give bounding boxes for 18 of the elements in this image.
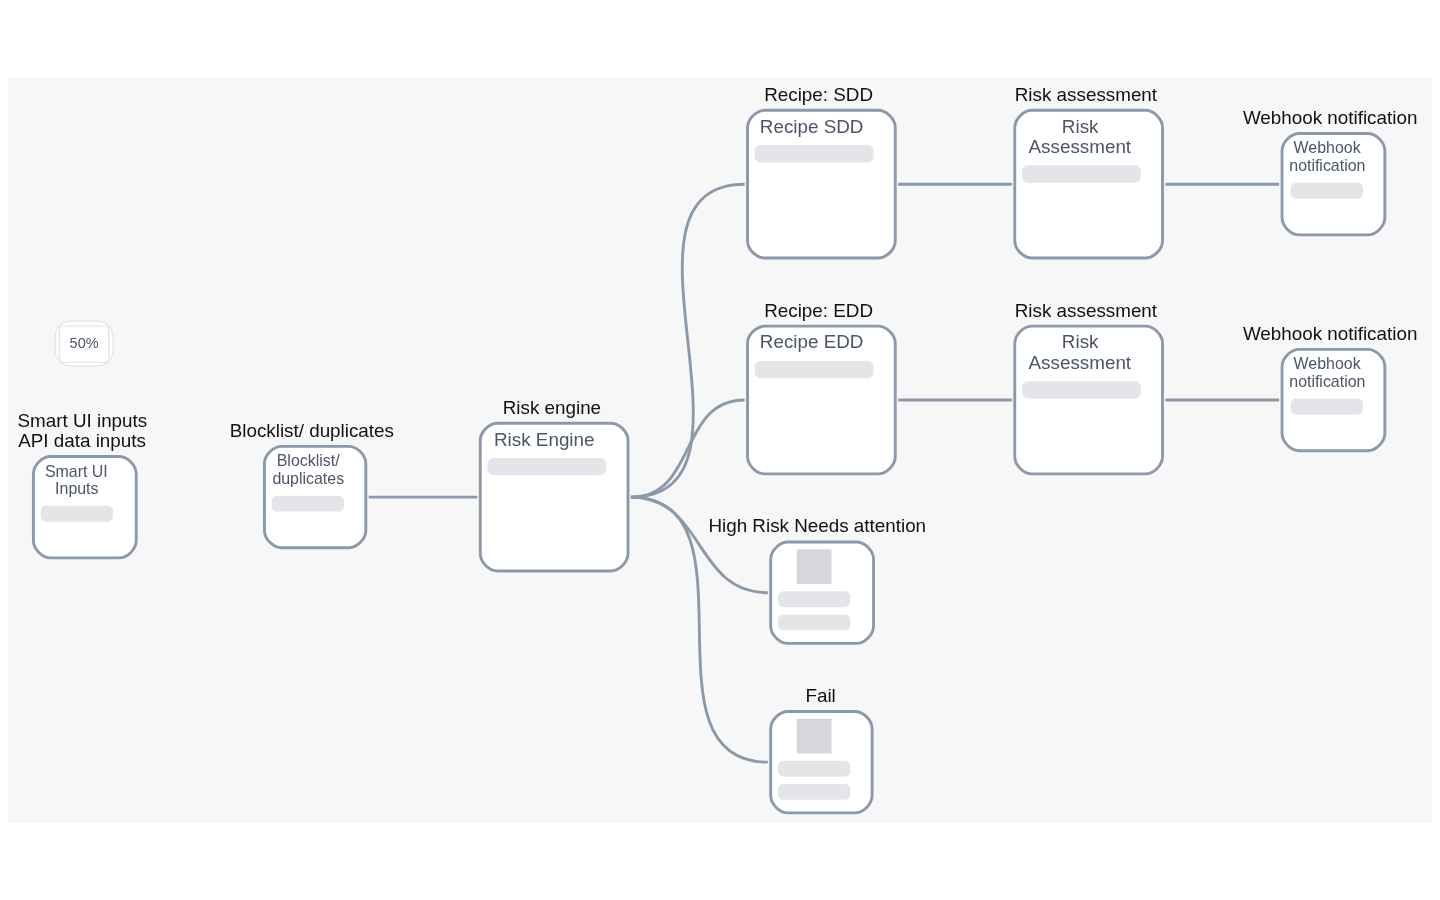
connector [898,398,1012,402]
node-label: Blocklist/ duplicates [229,419,394,441]
connector [368,495,478,499]
connector [898,182,1012,186]
connector [1165,182,1280,186]
node-label: Webhook notification [1242,322,1418,344]
node-label: Fail [805,684,836,706]
node-label: Recipe: SDD [764,83,874,105]
node-label: High Risk Needs attention [708,515,927,537]
connector [630,495,769,764]
node-label: Recipe: EDD [764,299,874,321]
node-label: Risk assessment [1014,83,1158,105]
node-label: Risk assessment [1014,299,1158,321]
node-label: Risk engine [502,396,602,418]
label: 50% [69,334,99,351]
node-label: Smart UI inputs API data inputs [17,409,148,451]
connector [1165,398,1280,402]
node-label: Webhook notification [1242,106,1418,128]
